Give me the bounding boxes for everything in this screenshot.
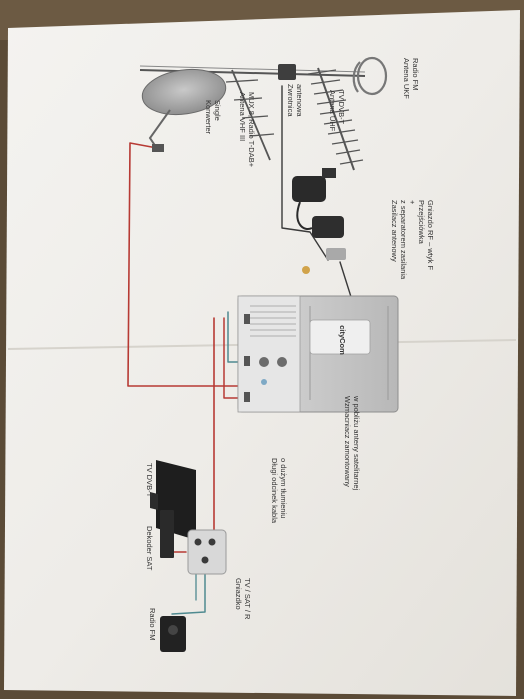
label-tv-line: TV DVB-T <box>145 463 154 498</box>
amplifier-brand: cityCom <box>338 325 347 355</box>
label-converter: KonwerterSingle <box>204 100 222 135</box>
antenna-ukf <box>352 56 388 96</box>
label-amplifier-line: w pobliżu anteny satelitarnej <box>352 395 361 491</box>
label-decoder-line: Dekoder SAT <box>145 526 154 571</box>
satellite-dish <box>141 68 227 152</box>
label-power-supply-line: z separatorem zasilania <box>399 200 408 280</box>
label-converter-line: Konwerter <box>204 100 213 135</box>
cable-red-short <box>223 317 241 399</box>
label-antenna-ukf-line: Radio FM <box>411 58 420 91</box>
label-coupler-line: Zwrotnica <box>286 84 295 117</box>
label-amplifier: Wzmacniacz zamontowanyw pobliżu anteny s… <box>343 395 361 491</box>
label-power-supply: Zasilacz antenowyz separatorem zasilania… <box>390 200 435 280</box>
antenna-vhf <box>225 69 275 161</box>
cable-coupler <box>281 85 329 261</box>
amplifier-box: cityCom <box>237 295 399 413</box>
label-antenna-vhf-line: MUX 8, Radio T-DAB+ <box>247 92 256 168</box>
label-coupler: Zwrotnicaantenowa <box>286 84 304 117</box>
radio-fm <box>160 616 186 652</box>
label-radio-line: Radio FM <box>148 608 157 641</box>
label-coupler-line: antenowa <box>295 84 304 117</box>
label-power-supply-line: Gniazdo RF – wtyk F <box>426 200 435 270</box>
label-antenna-vhf: Antena VHF IIIMUX 8, Radio T-DAB+ <box>238 92 256 168</box>
label-long-cable-line: Długi odcinek kabla <box>270 458 279 524</box>
cable-socket-radio <box>171 567 206 615</box>
label-power-supply-line: + <box>408 200 417 205</box>
label-socket-line: TV / SAT / R <box>243 578 252 620</box>
label-radio: Radio FM <box>148 608 157 641</box>
label-power-supply-line: Przejściówka <box>417 200 426 245</box>
amp-led <box>261 379 267 385</box>
coupler-box <box>278 64 296 80</box>
cable-sat-red <box>127 142 239 387</box>
label-tv: TV DVB-T <box>145 463 154 498</box>
antenna-uhf <box>307 67 364 171</box>
label-long-cable: Długi odcinek kablao dużym tłumieniu <box>270 458 288 524</box>
label-antenna-ukf: Antena UKFRadio FM <box>402 58 420 99</box>
amp-knob-1 <box>259 357 269 367</box>
label-antenna-uhf: Antena UHFTV DVB-T <box>328 90 346 132</box>
converter-lnb <box>152 144 164 152</box>
label-antenna-ukf-line: Antena UKF <box>402 58 411 99</box>
label-long-cable-line: o dużym tłumieniu <box>279 458 288 518</box>
label-antenna-uhf-line: Antena UHF <box>328 90 337 132</box>
label-power-supply-line: Zasilacz antenowy <box>390 200 399 262</box>
wall-socket <box>187 529 227 575</box>
label-antenna-uhf-line: TV DVB-T <box>337 90 346 125</box>
amp-knob-2 <box>277 357 287 367</box>
label-amplifier-line: Wzmacniacz zamontowany <box>343 396 352 487</box>
label-decoder: Dekoder SAT <box>145 526 154 571</box>
label-socket: GniazdkoTV / SAT / R <box>234 578 252 620</box>
label-socket-line: Gniazdko <box>234 578 243 610</box>
decoder-sat <box>160 510 174 558</box>
label-converter-line: Single <box>213 100 222 121</box>
label-antenna-vhf-line: Antena VHF III <box>238 92 247 141</box>
power-supply <box>292 168 346 274</box>
